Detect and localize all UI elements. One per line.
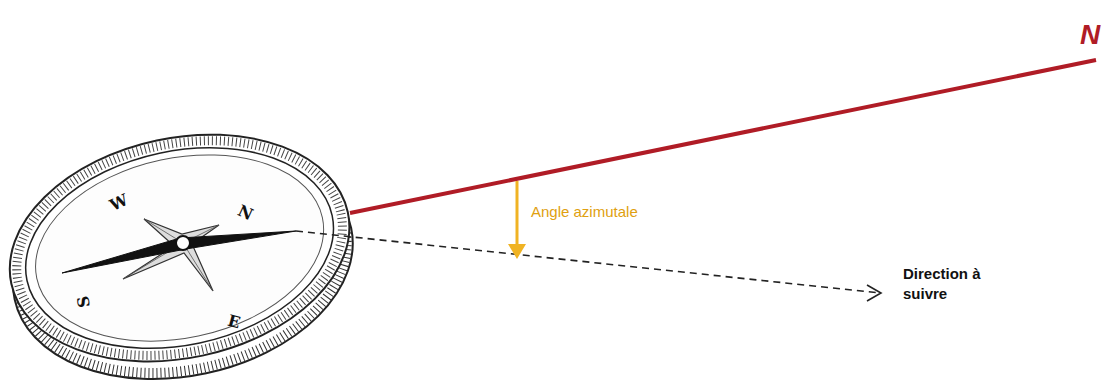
north-line: [350, 60, 1096, 213]
compass-rim-top: [0, 105, 371, 392]
angle-arrow-shaft: [516, 181, 519, 247]
needle-pivot: [176, 236, 190, 250]
compass-needle: [62, 231, 296, 273]
compass-face: [18, 130, 341, 367]
angle-label: Angle azimutale: [531, 202, 638, 222]
direction-arrowhead: [867, 285, 881, 301]
angle-arrowhead: [508, 244, 526, 259]
compass-face-ring: [7, 121, 353, 376]
compass-body: [0, 105, 374, 392]
direction-line: [296, 231, 880, 293]
compass-bezel-ridges: [0, 112, 363, 384]
north-label: N: [1080, 16, 1100, 54]
direction-label: Direction à suivre: [903, 264, 985, 305]
